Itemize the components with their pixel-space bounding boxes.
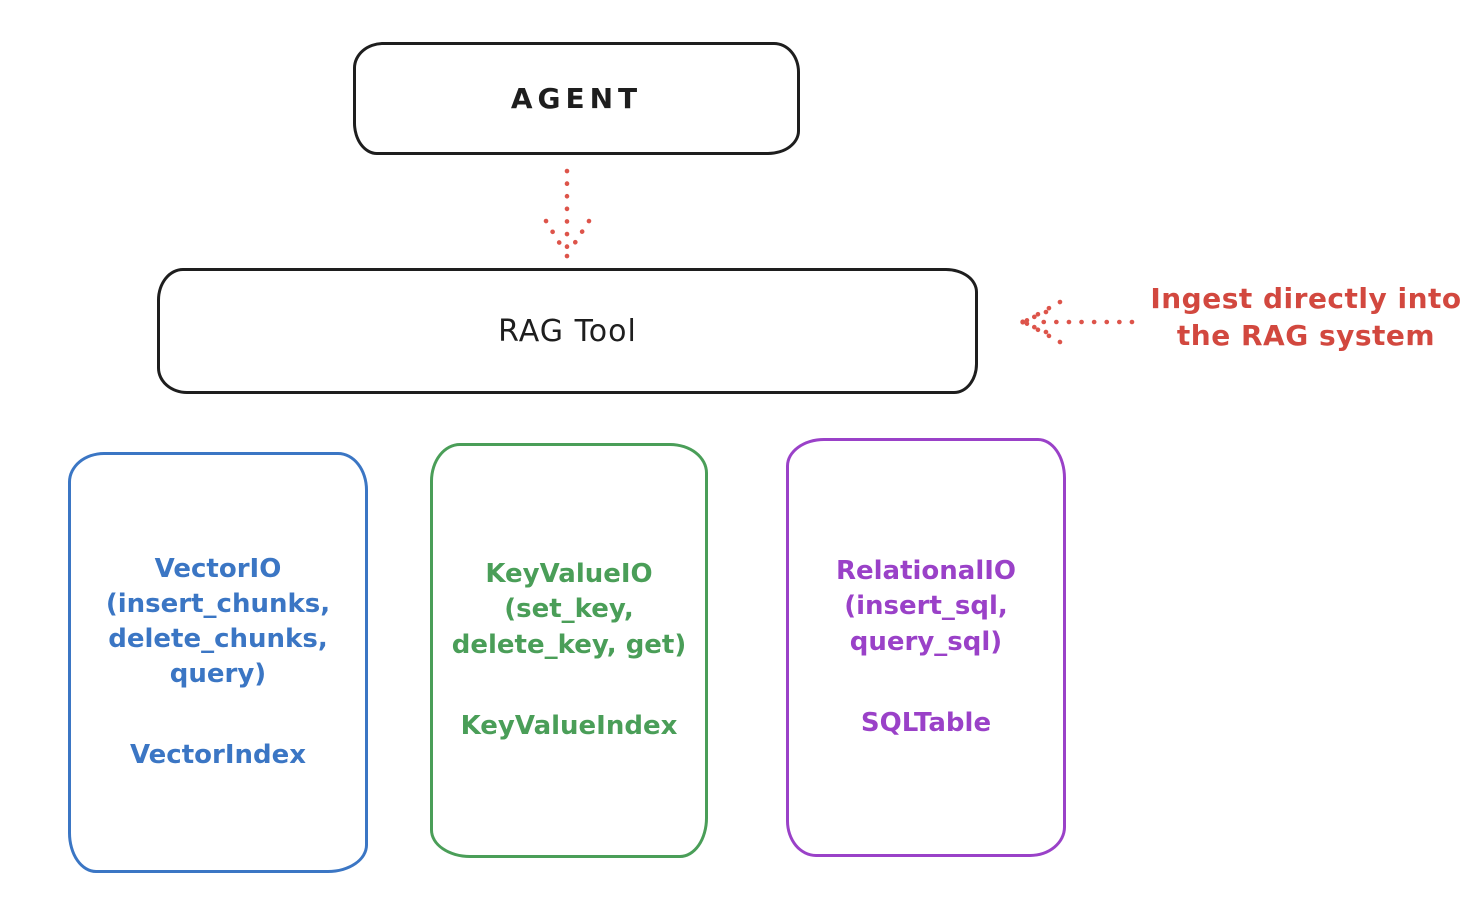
- agent-label: AGENT: [510, 82, 643, 115]
- key-value-index-label: KeyValueIndex: [460, 710, 678, 741]
- agent-node: AGENT: [353, 42, 800, 155]
- note-to-ragtool-arrow-icon: [1019, 299, 1135, 345]
- agent-to-ragtool-arrow-icon: [543, 168, 592, 261]
- vector-io-node: VectorIO (insert_chunks, delete_chunks, …: [68, 452, 368, 873]
- vector-index-label: VectorIndex: [129, 740, 307, 771]
- relational-io-title: RelationalIO (insert_sql, query_sql): [835, 556, 1017, 657]
- relational-io-node: RelationalIO (insert_sql, query_sql) SQL…: [786, 438, 1066, 857]
- sql-table-label: SQLTable: [860, 707, 992, 738]
- vector-io-title: VectorIO (insert_chunks, delete_chunks, …: [105, 553, 331, 690]
- key-value-io-node: KeyValueIO (set_key, delete_key, get) Ke…: [430, 443, 708, 858]
- ingest-annotation: Ingest directly into the RAG system: [1150, 282, 1462, 352]
- key-value-io-title: KeyValueIO (set_key, delete_key, get): [451, 559, 687, 660]
- rag-tool-label: RAG Tool: [498, 313, 637, 349]
- rag-tool-node: RAG Tool: [157, 268, 978, 394]
